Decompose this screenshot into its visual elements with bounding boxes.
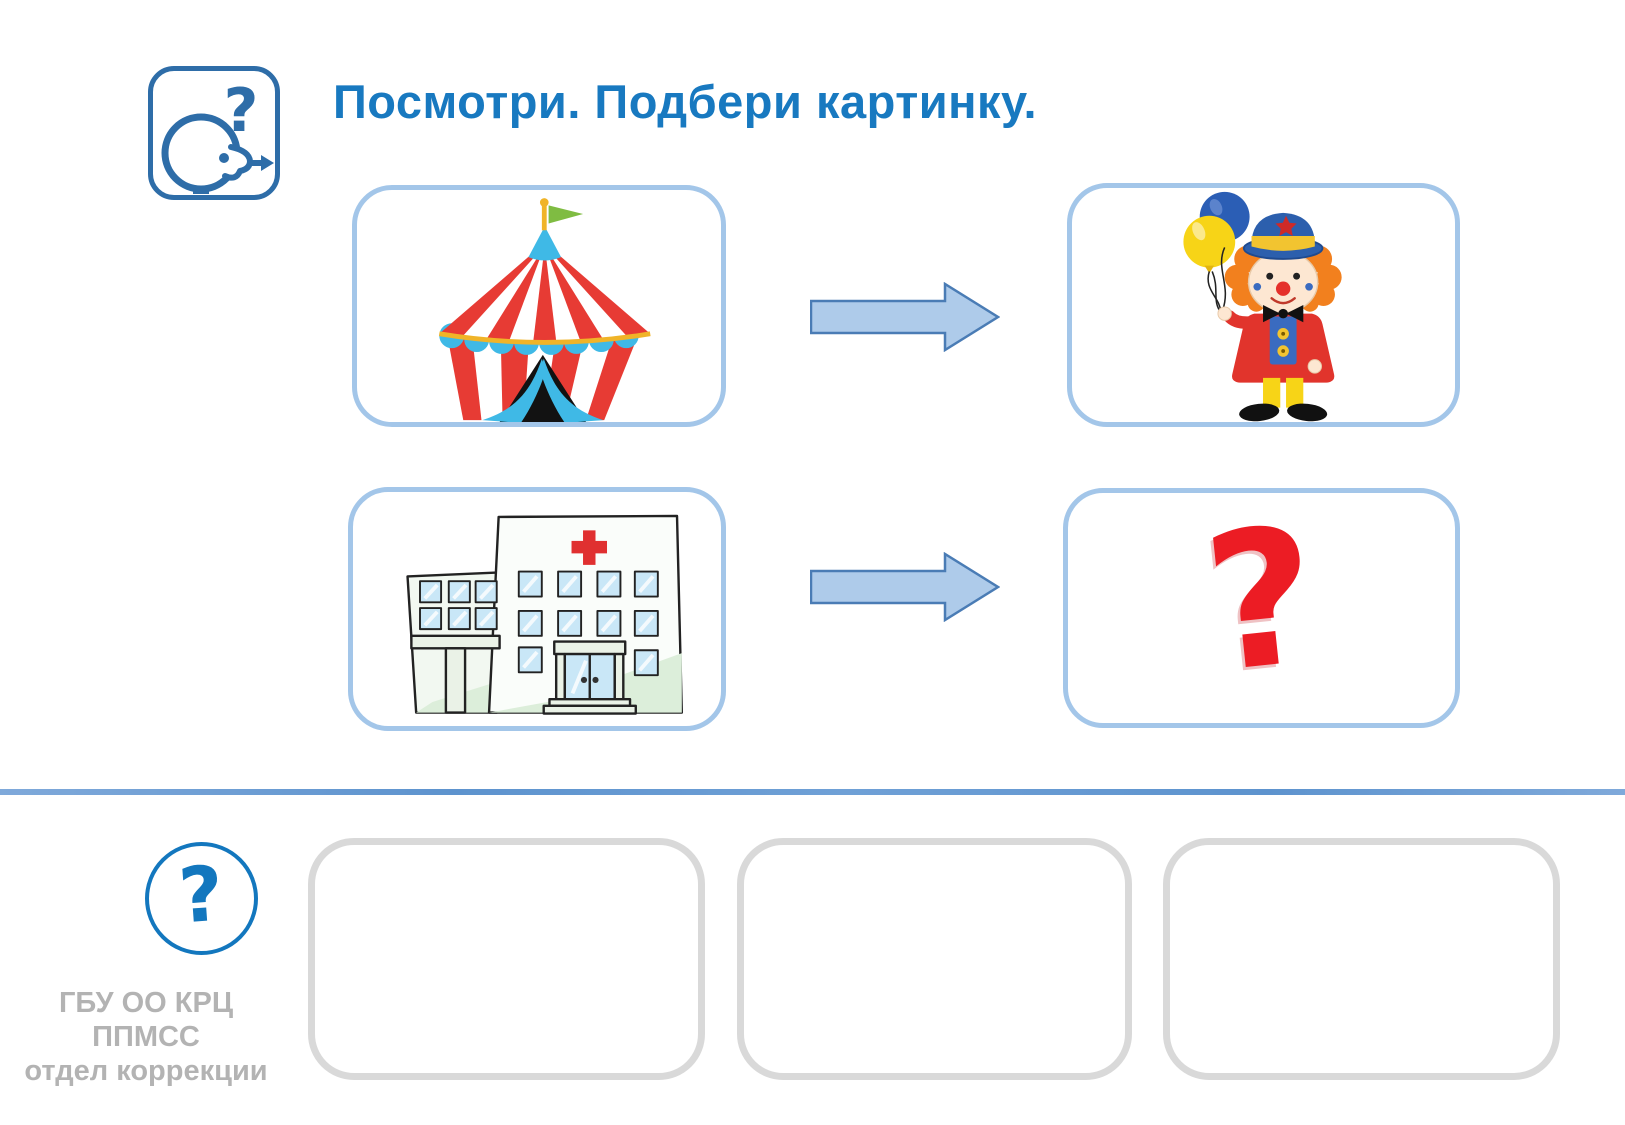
- arrow-right-icon: [810, 282, 1000, 352]
- right-shoe: [1287, 403, 1328, 422]
- clown-with-balloons-image: [1183, 191, 1342, 422]
- help-question-glyph: ?: [176, 848, 227, 941]
- red-question-mark: ?: [1195, 485, 1328, 716]
- organization-label: ГБУ ОО КРЦ ППМСС отдел коррекции: [18, 986, 274, 1088]
- card-clown[interactable]: [1067, 183, 1460, 427]
- red-cross: [571, 530, 608, 565]
- tent-cap: [528, 226, 562, 261]
- look-and-choose-icon: ?: [148, 66, 280, 200]
- neck-tab: [193, 186, 209, 194]
- card-circus-tent[interactable]: [352, 185, 726, 427]
- answer-slot[interactable]: [308, 838, 705, 1080]
- card-hospital[interactable]: [348, 487, 726, 731]
- answer-slot[interactable]: [737, 838, 1132, 1080]
- eye-dot: [219, 153, 229, 163]
- tent-flag: [548, 205, 584, 224]
- page-title: Посмотри. Подбери картинку.: [333, 75, 1038, 128]
- tent-trim: [438, 331, 651, 345]
- hat-band: [1251, 235, 1315, 251]
- bow-tie: [1263, 305, 1304, 323]
- face-profile-nose: [222, 144, 253, 181]
- gaze-arrow-head: [261, 155, 274, 171]
- head-question-arrow-icon: ?: [161, 76, 274, 194]
- arrow-right-icon: [810, 552, 1000, 622]
- clown-pants: [1263, 377, 1281, 408]
- left-wing-pillar: [444, 647, 467, 714]
- left-wing-canopy: [410, 634, 501, 650]
- circus-tent-image: [438, 198, 651, 422]
- organization-line: ППМСС: [92, 1021, 200, 1053]
- entrance-canopy: [553, 640, 627, 656]
- clown-nose: [1275, 281, 1291, 296]
- hat-star: [1275, 215, 1297, 236]
- left-shoe: [1239, 403, 1280, 422]
- card-answer-placeholder[interactable]: ?: [1063, 485, 1460, 728]
- help-question-icon: ?: [145, 842, 258, 955]
- clown-vest: [1269, 316, 1297, 365]
- answer-slot[interactable]: [1163, 838, 1560, 1080]
- left-hand: [1217, 306, 1232, 321]
- organization-line: отдел коррекции: [24, 1055, 268, 1087]
- section-divider: [0, 789, 1625, 795]
- yellow-balloon: [1183, 215, 1236, 268]
- task-icon-question-glyph: ?: [224, 76, 259, 146]
- organization-line: ГБУ ОО КРЦ: [58, 987, 234, 1019]
- right-hand: [1307, 359, 1322, 374]
- hospital-building-image: [406, 514, 684, 715]
